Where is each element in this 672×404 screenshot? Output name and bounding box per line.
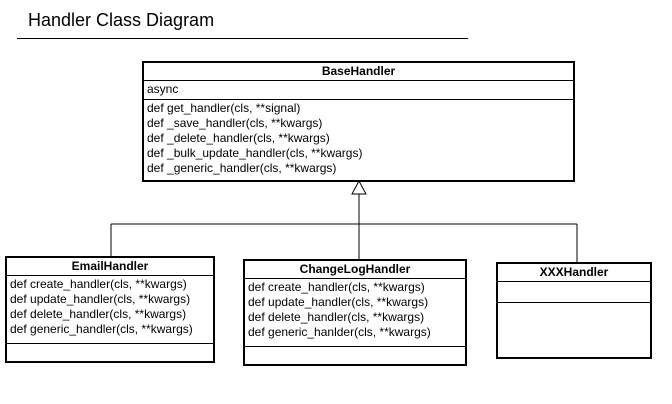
method-item: def _bulk_update_handler(cls, **kwargs) — [147, 146, 363, 160]
empty-methods-section — [498, 303, 650, 306]
class-email-handler: EmailHandler def create_handler(cls, **k… — [5, 256, 215, 363]
method-item: def generic_handler(cls, **kwargs) — [10, 322, 193, 336]
attribute-item: async — [147, 82, 179, 96]
method-item: def _generic_handler(cls, **kwargs) — [147, 161, 337, 175]
class-changelog-handler: ChangeLogHandler def create_handler(cls,… — [243, 259, 467, 366]
method-item: def update_handler(cls, **kwargs) — [248, 295, 429, 309]
method-item: def delete_handler(cls, **kwargs) — [10, 307, 187, 321]
method-item: def _delete_handler(cls, **kwargs) — [147, 131, 330, 145]
methods-section: def get_handler(cls, **signal) def _save… — [144, 100, 573, 178]
attributes-section: async — [144, 81, 573, 100]
title-underline — [17, 38, 468, 39]
empty-section — [245, 347, 465, 350]
class-xxx-handler: XXXHandler — [496, 262, 652, 359]
class-name-changelog-handler: ChangeLogHandler — [245, 261, 465, 279]
method-item: def create_handler(cls, **kwargs) — [248, 280, 425, 294]
methods-section: def create_handler(cls, **kwargs) def up… — [245, 279, 465, 347]
empty-attributes-section — [498, 282, 650, 303]
class-name-xxx-handler: XXXHandler — [498, 264, 650, 282]
method-item: def _save_handler(cls, **kwargs) — [147, 116, 323, 130]
empty-section — [7, 344, 213, 347]
method-item: def get_handler(cls, **signal) — [147, 101, 301, 115]
methods-section: def create_handler(cls, **kwargs) def up… — [7, 276, 213, 344]
class-name-email-handler: EmailHandler — [7, 258, 213, 276]
method-item: def create_handler(cls, **kwargs) — [10, 277, 187, 291]
inheritance-arrowhead — [351, 179, 367, 195]
diagram-title: Handler Class Diagram — [28, 10, 215, 30]
class-base-handler: BaseHandler async def get_handler(cls, *… — [142, 61, 575, 182]
method-item: def delete_handler(cls, **kwargs) — [248, 310, 425, 324]
class-name-base-handler: BaseHandler — [144, 63, 573, 81]
method-item: def generic_hanlder(cls, **kwargs) — [248, 325, 431, 339]
method-item: def update_handler(cls, **kwargs) — [10, 292, 191, 306]
